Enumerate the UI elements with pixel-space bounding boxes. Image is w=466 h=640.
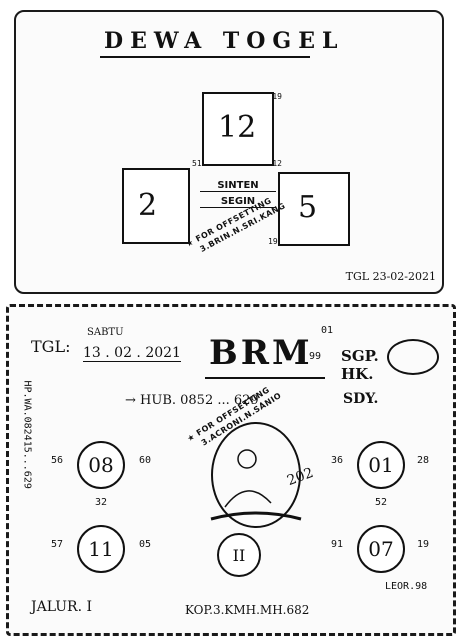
middle-label-1: SINTEN — [200, 180, 276, 192]
number-circle-3: 11 — [77, 525, 125, 573]
corner-top-value: 19 — [272, 92, 282, 101]
circle-1-bottom: 32 — [95, 497, 108, 508]
date-value: 13 . 02 . 2021 — [83, 345, 181, 362]
middle-label: SINTEN SEGIN — [200, 180, 276, 208]
number-circle-4: 07 — [357, 525, 405, 573]
number-circle-2: 01 — [357, 441, 405, 489]
right-bottom-code: LEOR.98 — [385, 581, 428, 592]
brand-sup-2: 01 — [321, 325, 334, 336]
circle-4-left: 91 — [331, 539, 344, 550]
right-box: 5 19 — [268, 172, 350, 246]
circle-2-bottom: 52 — [375, 497, 388, 508]
circle-1-left: 56 — [51, 455, 64, 466]
brand-underline — [205, 377, 325, 379]
sdy-label: SDY. — [343, 391, 379, 407]
center-box: 12 19 51 12 — [192, 92, 282, 168]
corner-right-bottom-value: 19 — [268, 237, 278, 246]
circle-4-right: 19 — [417, 539, 430, 550]
center-number: 12 — [218, 110, 257, 145]
markets: SGP. HK. — [341, 347, 379, 383]
jalur-label: JALUR. I — [31, 599, 93, 615]
center-circle: II — [217, 533, 261, 577]
title-underline — [100, 56, 310, 58]
circle-1-right: 60 — [139, 455, 152, 466]
middle-label-2: SEGIN — [200, 196, 276, 208]
bottom-card: HP.WA.082415...629 TGL: SABTU 13 . 02 . … — [6, 304, 456, 636]
left-number: 2 — [138, 188, 158, 223]
left-vertical-text: HP.WA.082415...629 — [21, 380, 33, 489]
footer-code: KOP.3.KMH.MH.682 — [185, 603, 310, 617]
corner-left-value: 51 — [192, 159, 202, 168]
top-date: TGL 23-02-2021 — [345, 270, 436, 283]
corner-mid-value: 12 — [272, 159, 282, 168]
hub-line: → HUB. 0852 ... 629. — [125, 393, 263, 408]
circle-3-left: 57 — [51, 539, 64, 550]
circle-2-left: 36 — [331, 455, 344, 466]
day-label: SABTU — [87, 327, 124, 338]
right-number: 5 — [298, 190, 318, 225]
top-title: DEWA TOGEL — [104, 28, 345, 54]
brand-sup: 99 — [309, 351, 322, 362]
brand: BRM — [209, 333, 313, 373]
round-stamp — [387, 339, 439, 375]
top-card: DEWA TOGEL 12 19 51 12 2 SINTEN SEGIN 5 … — [14, 10, 444, 294]
number-circle-1: 08 — [77, 441, 125, 489]
date-label: TGL: — [31, 337, 71, 356]
left-box: 2 — [122, 168, 190, 244]
meditation-figure-illustration — [210, 422, 302, 528]
circle-3-right: 05 — [139, 539, 152, 550]
circle-2-right: 28 — [417, 455, 430, 466]
